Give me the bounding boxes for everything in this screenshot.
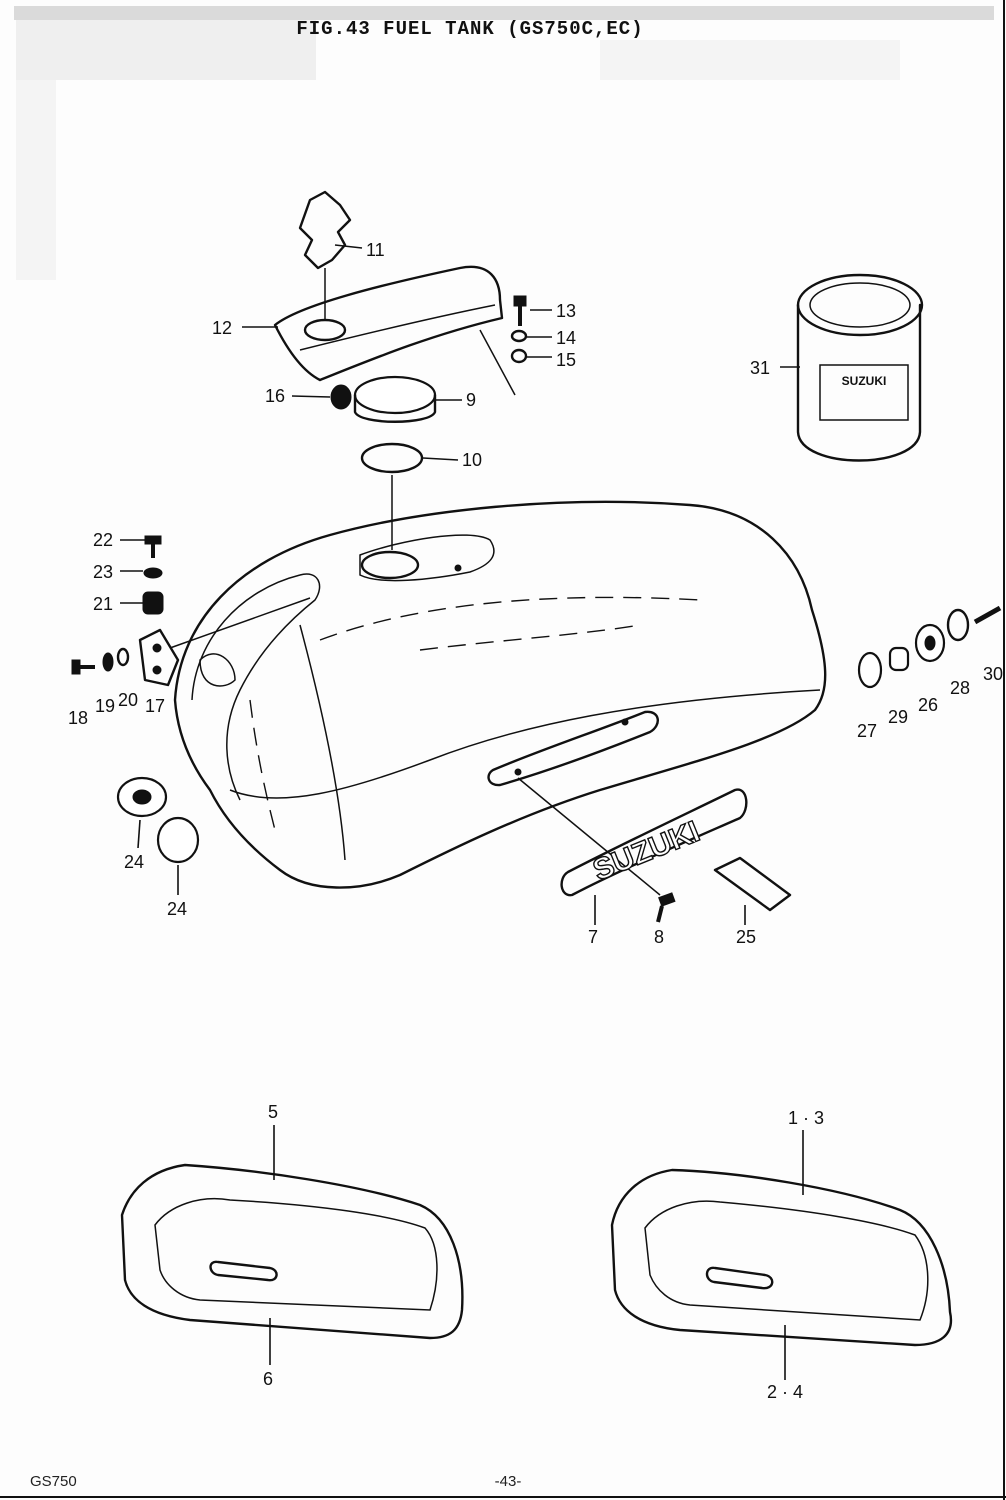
part-28-washer [946,608,970,642]
callout-5: 5 [268,1102,278,1122]
part-18-19-20-fasteners [71,647,130,675]
callout-18: 18 [68,708,88,728]
callout-25: 25 [736,927,756,947]
callout-21: 21 [93,594,113,614]
side-cover-left [120,1125,464,1365]
callout-30: 30 [983,664,1003,684]
can-label: SUZUKI [842,374,887,388]
footer-page-number: -43- [495,1473,522,1490]
part-16-small-cap [330,384,352,410]
callout-27: 27 [857,721,877,741]
part-30-bolt [973,605,1002,625]
callout-9: 9 [466,390,476,410]
callout-29: 29 [888,707,908,727]
leader-lines [120,244,800,604]
callout-31: 31 [750,358,770,378]
callout-10: 10 [462,450,482,470]
part-27-cushion [857,651,883,689]
side-cover-right [610,1130,953,1380]
part-24-rubber-mount-lower [156,816,200,895]
part-7-suzuki-emblem: SUZUKI [560,788,748,925]
part-23-nut [143,567,163,579]
callout-19: 19 [95,696,115,716]
scan-noise [14,6,994,280]
callout-24-upper: 24 [124,852,144,872]
callout-16: 16 [265,386,285,406]
part-17-bracket [138,597,311,687]
callout-11: 11 [366,240,385,260]
fuel-tank-body [173,500,827,896]
callout-6: 6 [263,1369,273,1389]
callout-17: 17 [145,696,165,716]
part-11-fuel-valve [298,190,352,320]
part-22-screw [144,535,162,558]
emblem-lettering: SUZUKI [588,815,704,887]
footer-model: GS750 [30,1473,77,1490]
part-13-14-15-bolt-washers [479,295,528,396]
callout-12: 12 [212,318,232,338]
callout-2-4: 2 · 4 [767,1382,803,1402]
part-8-screw [656,892,676,923]
callout-1-3: 1 · 3 [788,1108,824,1128]
part-21-damper [142,591,164,615]
part-24-rubber-mount-upper [116,776,168,849]
callout-labels: 11 12 13 14 15 16 9 10 31 22 23 21 18 19… [68,240,1003,1402]
part-31-paint-can: SUZUKI [796,273,924,462]
part-25-pad [713,856,792,925]
callout-23: 23 [93,562,113,582]
part-12-cover-plate [273,265,504,382]
callout-20: 20 [118,690,138,710]
callout-8: 8 [654,927,664,947]
callout-26: 26 [918,695,938,715]
part-9-filler-cap [353,375,437,423]
callout-24-lower: 24 [167,899,187,919]
callout-28: 28 [950,678,970,698]
callout-15: 15 [556,350,576,370]
part-29-spacer [888,646,910,672]
part-10-cap-gasket [360,442,424,550]
callout-7: 7 [588,927,598,947]
figure-title: FIG.43 FUEL TANK (GS750C,EC) [296,18,643,40]
callout-22: 22 [93,530,113,550]
callout-13: 13 [556,301,576,321]
callout-14: 14 [556,328,576,348]
part-26-cushion [914,623,946,663]
